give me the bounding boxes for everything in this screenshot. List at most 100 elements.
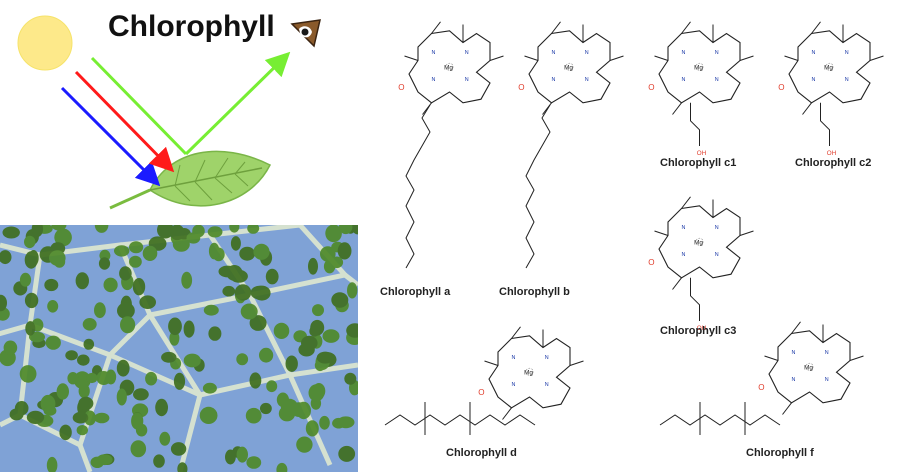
chloroplast — [120, 316, 136, 334]
chloroplast — [131, 412, 144, 430]
chloroplast — [322, 329, 340, 343]
nitrogen-atom: N — [715, 252, 719, 258]
nitrogen-atom: N — [845, 50, 849, 56]
chloroplast — [153, 454, 165, 468]
chloroplast — [2, 226, 20, 239]
sun-icon — [17, 15, 73, 71]
chloroplast — [45, 335, 61, 350]
nitrogen-atom: N — [682, 77, 686, 83]
chloroplast — [129, 241, 144, 254]
chloroplast — [76, 425, 89, 436]
chloroplast — [239, 246, 256, 261]
chloroplast — [46, 456, 58, 472]
chloroplast — [26, 410, 45, 424]
magnesium-atom: Mg — [524, 370, 533, 377]
chloroplast — [253, 243, 270, 260]
nitrogen-atom: N — [545, 382, 549, 388]
chloroplast — [132, 278, 146, 296]
hydroxyl-label: OH — [697, 150, 707, 157]
chloroplast — [49, 250, 66, 266]
chloroplast — [116, 388, 127, 406]
chloroplast — [331, 292, 349, 308]
chloroplast — [47, 300, 59, 313]
chloroplast — [75, 272, 90, 290]
magnesium-atom: Mg — [804, 365, 813, 372]
chloroplast — [133, 388, 149, 401]
chloroplast — [183, 320, 195, 338]
chloroplast — [25, 321, 36, 336]
chloroplast — [280, 398, 299, 417]
chloroplast — [240, 303, 258, 320]
nitrogen-atom: N — [715, 77, 719, 83]
chloroplast — [236, 446, 248, 463]
nitrogen-atom: N — [545, 355, 549, 361]
chloroplast — [161, 351, 177, 363]
magnesium-atom: Mg — [694, 65, 703, 72]
chloroplast — [31, 225, 44, 237]
chloroplast — [9, 408, 24, 421]
chloroplast — [159, 431, 171, 446]
chloroplast — [56, 383, 69, 400]
chloroplast — [309, 325, 320, 337]
chloroplast — [330, 256, 344, 269]
label-chlorophyll-f: Chlorophyll f — [746, 447, 814, 459]
chloroplast — [236, 353, 249, 366]
label-chlorophyll-c3: Chlorophyll c3 — [660, 325, 737, 337]
chloroplast — [155, 398, 169, 417]
chloroplast — [249, 315, 267, 331]
chloroplast — [337, 416, 355, 429]
chloroplast — [84, 410, 96, 426]
chloroplast — [19, 365, 37, 383]
chloroplast — [24, 235, 36, 249]
chloroplast — [94, 302, 106, 319]
chloroplast — [301, 335, 318, 351]
chloroplast — [19, 272, 32, 287]
nitrogen-atom: N — [585, 77, 589, 83]
magnesium-atom: Mg — [564, 65, 573, 72]
chloroplast — [65, 350, 78, 361]
chloroplast — [51, 225, 67, 231]
nitrogen-atom: N — [432, 50, 436, 56]
chloroplast — [173, 372, 186, 390]
chloroplast — [230, 269, 248, 283]
chloroplast — [203, 304, 219, 316]
chloroplast — [225, 449, 236, 465]
eye-icon — [290, 19, 321, 48]
chloroplast — [229, 225, 240, 233]
chloroplast — [208, 242, 220, 260]
chloroplast — [247, 225, 260, 234]
chloroplast-cluster — [0, 225, 358, 472]
chloroplast — [130, 440, 147, 458]
label-chlorophyll-a: Chlorophyll a — [380, 286, 451, 298]
chloroplast — [325, 225, 342, 243]
chloroplast — [145, 371, 158, 386]
chloroplast — [54, 228, 72, 247]
chloroplast — [90, 456, 105, 468]
chloroplast — [246, 456, 262, 469]
oxygen-atom: O — [778, 83, 784, 92]
chloroplast — [77, 354, 90, 366]
chloroplast — [249, 372, 262, 389]
nitrogen-atom: N — [682, 225, 686, 231]
chloroplast — [94, 225, 109, 233]
chloroplast — [308, 257, 318, 275]
phytol-tail-b — [525, 104, 551, 269]
chloroplast — [86, 372, 98, 384]
page-title: Chlorophyll — [108, 10, 275, 43]
chloroplast — [208, 326, 222, 341]
light-absorption-illustration — [17, 15, 321, 210]
oxygen-atom: O — [478, 388, 484, 397]
phytol-tail-a — [405, 104, 431, 269]
nitrogen-atom: N — [552, 50, 556, 56]
chloroplast — [186, 232, 201, 244]
chloroplast — [337, 242, 352, 260]
nitrogen-atom: N — [585, 50, 589, 56]
chloroplast — [98, 257, 111, 270]
